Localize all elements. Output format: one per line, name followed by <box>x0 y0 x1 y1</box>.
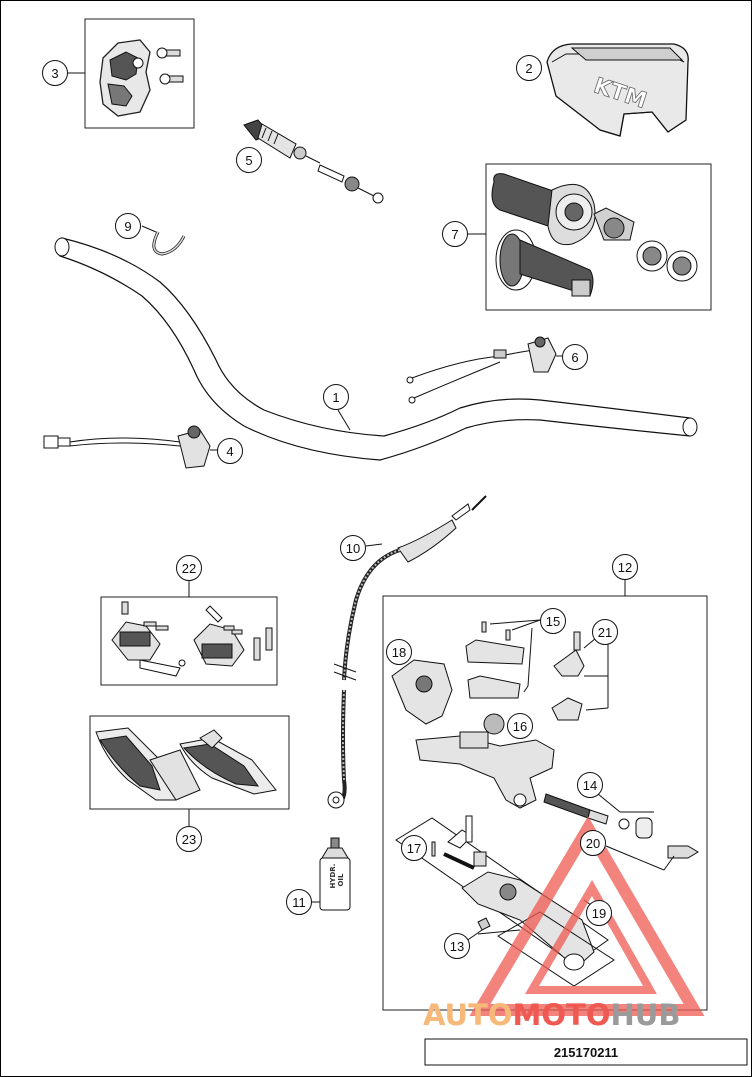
diagram-code: 215170211 <box>554 1045 618 1060</box>
svg-text:14: 14 <box>583 778 597 793</box>
watermark-text: AUTOMOTOHUB <box>423 998 680 1032</box>
callout-16: 16 <box>507 713 533 739</box>
part-5-throttle-cable <box>243 119 384 204</box>
callout-3: 3 <box>42 60 68 86</box>
watermark-triangles <box>469 816 705 1016</box>
callout-7: 7 <box>442 221 468 247</box>
svg-text:6: 6 <box>571 350 578 365</box>
part-9-cable-tie <box>141 225 186 256</box>
part-2-handlebar-pad: KTM <box>546 43 689 137</box>
svg-text:23: 23 <box>182 832 196 847</box>
svg-text:17: 17 <box>407 841 421 856</box>
watermark-part-3: HUB <box>611 998 681 1032</box>
part-3-switch-housing <box>68 18 195 129</box>
svg-text:2: 2 <box>525 61 532 76</box>
callout-21: 21 <box>592 619 618 645</box>
part-10-clutch-line <box>327 495 487 809</box>
part-6-right-switch <box>406 336 562 404</box>
part-22-mounting-kit <box>100 580 278 686</box>
svg-text:22: 22 <box>182 561 196 576</box>
svg-text:18: 18 <box>392 645 406 660</box>
svg-text:11: 11 <box>292 895 306 910</box>
callout-13: 13 <box>444 933 470 959</box>
callout-10: 10 <box>340 535 366 561</box>
svg-text:10: 10 <box>346 541 360 556</box>
callout-19: 19 <box>586 900 612 926</box>
svg-text:15: 15 <box>546 614 560 629</box>
callout-17: 17 <box>401 835 427 861</box>
svg-text:1: 1 <box>332 390 339 405</box>
callout-1: 1 <box>323 384 349 410</box>
svg-text:7: 7 <box>451 227 458 242</box>
callout-4: 4 <box>217 438 243 464</box>
callout-20: 20 <box>580 830 606 856</box>
bottle-label-line-1: HYDR. <box>329 864 337 889</box>
callout-11: 11 <box>286 889 312 915</box>
watermark-part-1: AUTO <box>423 998 513 1032</box>
callout-22: 22 <box>176 555 202 581</box>
svg-text:12: 12 <box>618 560 632 575</box>
part-23-hand-guards <box>89 715 290 826</box>
part-11-hydraulic-oil: HYDR. OIL <box>312 837 351 911</box>
callout-9: 9 <box>115 213 141 239</box>
callout-15: 15 <box>540 608 566 634</box>
callout-23: 23 <box>176 826 202 852</box>
svg-text:13: 13 <box>450 939 464 954</box>
bottle-label-line-2: OIL <box>337 873 345 887</box>
callout-14: 14 <box>577 772 603 798</box>
watermark-part-2: MOTO <box>513 998 611 1032</box>
callout-5: 5 <box>236 147 262 173</box>
part-1-handlebar <box>54 237 698 461</box>
callouts: 3 2 5 9 7 6 1 4 10 22 12 15 21 18 16 14 … <box>42 55 638 959</box>
svg-text:20: 20 <box>586 836 600 851</box>
callout-6: 6 <box>562 344 588 370</box>
part-7-grips <box>468 163 712 311</box>
callout-12: 12 <box>612 554 638 580</box>
part-12-master-cylinder <box>382 580 708 1011</box>
callout-2: 2 <box>516 55 542 81</box>
part-4-left-switch <box>43 425 218 469</box>
svg-text:19: 19 <box>592 906 606 921</box>
svg-text:3: 3 <box>51 66 58 81</box>
svg-text:5: 5 <box>245 153 252 168</box>
diagram-code-box: 215170211 <box>424 1038 748 1066</box>
svg-text:16: 16 <box>513 719 527 734</box>
svg-text:21: 21 <box>598 625 612 640</box>
svg-text:AUTOMOTOHUB: AUTOMOTOHUB <box>423 998 680 1032</box>
svg-text:4: 4 <box>226 444 233 459</box>
callout-18: 18 <box>386 639 412 665</box>
svg-text:9: 9 <box>124 219 131 234</box>
